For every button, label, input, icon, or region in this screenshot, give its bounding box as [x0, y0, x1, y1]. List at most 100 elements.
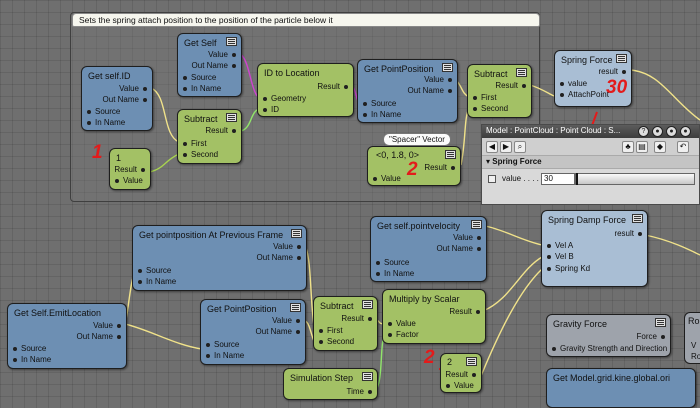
input-port-id[interactable]: ID — [263, 105, 279, 114]
output-port-out-name[interactable]: Out Name — [192, 61, 237, 70]
get-pointposition-top-node[interactable]: Get PointPosition Value Out Name Source … — [357, 59, 458, 123]
get-self-pointvelocity-node[interactable]: Get self.pointvelocity Value Out Name So… — [370, 216, 487, 282]
vector-spacer-node[interactable]: <0, 1.8, 0> Result Value — [367, 146, 461, 186]
output-port-result[interactable]: Result — [317, 82, 348, 91]
help-icon[interactable]: ? — [638, 126, 649, 137]
output-port-value[interactable]: Value — [119, 84, 147, 93]
input-port-in-name[interactable]: In Name — [183, 84, 221, 93]
output-port-result[interactable]: Result — [205, 126, 236, 135]
get-self-id-node[interactable]: Get self.ID Value Out Name Source In Nam… — [81, 66, 153, 131]
spring-force-node[interactable]: Spring Force result value AttachPoint — [554, 50, 632, 107]
subtract-top-right-node[interactable]: Subtract Result First Second — [467, 64, 532, 118]
input-port-in-name[interactable]: In Name — [363, 110, 401, 119]
node-menu-icon[interactable] — [291, 229, 302, 238]
output-port-result[interactable]: result — [598, 67, 626, 76]
integer-value[interactable]: 1 — [116, 153, 122, 163]
input-port-gravity-strength[interactable]: Gravity Strength and Direction — [552, 344, 667, 353]
node-menu-icon[interactable] — [226, 37, 237, 46]
vector-value[interactable]: <0, 1.8, 0> — [376, 150, 420, 160]
lock-icon[interactable]: ● — [652, 126, 663, 137]
preset-icon[interactable]: ♣ — [622, 141, 634, 153]
output-port-out-name[interactable]: Out Name — [408, 86, 453, 95]
node-menu-icon[interactable] — [445, 150, 456, 159]
node-menu-icon[interactable] — [226, 113, 237, 122]
input-port-source[interactable]: Source — [13, 344, 46, 353]
integer-two-node[interactable]: 2 Result Value — [440, 353, 482, 393]
node-menu-icon[interactable] — [655, 318, 666, 327]
input-port-source[interactable]: Source — [138, 266, 171, 275]
get-model-grid-node[interactable]: Get Model.grid.kine.global.ori — [546, 368, 696, 408]
input-port-in-name[interactable]: In Name — [206, 351, 244, 360]
output-port-out-name[interactable]: Out Name — [103, 95, 148, 104]
input-port-vel-a[interactable]: Vel A — [547, 241, 573, 250]
input-port-attachpoint[interactable]: AttachPoint — [560, 90, 609, 99]
input-port-source[interactable]: Source — [206, 340, 239, 349]
output-port-result[interactable]: Result — [424, 163, 455, 172]
input-port-source[interactable]: Source — [87, 107, 120, 116]
undo-icon[interactable]: ↶ — [677, 141, 689, 153]
input-port-source[interactable]: Source — [183, 73, 216, 82]
animate-checkbox[interactable] — [488, 175, 496, 183]
simulation-step-node[interactable]: Simulation Step Time — [283, 368, 378, 400]
value-input[interactable]: 30 — [541, 173, 575, 185]
output-port-out-name[interactable]: Out Name — [256, 327, 301, 336]
close-icon[interactable]: ● — [680, 126, 691, 137]
spring-damp-force-node[interactable]: Spring Damp Force result Vel A Vel B Spr… — [541, 210, 648, 287]
property-panel[interactable]: Model : PointCloud : Point Cloud : S... … — [481, 124, 700, 205]
input-port-in-name[interactable]: In Name — [138, 277, 176, 286]
offscreen-node-partial[interactable]: Ro V Ro — [684, 312, 700, 364]
subtract-top-left-node[interactable]: Subtract Result First Second — [177, 109, 242, 164]
output-port-result[interactable]: Result — [114, 165, 145, 174]
node-menu-icon[interactable] — [616, 54, 627, 63]
input-port-source[interactable]: Source — [376, 258, 409, 267]
node-menu-icon[interactable] — [466, 357, 477, 366]
back-arrow-icon[interactable]: ◀ — [486, 141, 498, 153]
input-port-value[interactable]: Value — [115, 176, 143, 185]
input-port-second[interactable]: Second — [473, 104, 508, 113]
input-port-first[interactable]: First — [319, 326, 343, 335]
output-port-out-name[interactable]: Out Name — [77, 332, 122, 341]
input-port-value[interactable]: value — [560, 79, 587, 88]
integer-value[interactable]: 2 — [447, 357, 453, 367]
input-port-value[interactable]: Value — [446, 381, 474, 390]
input-port-spring-kd[interactable]: Spring Kd — [547, 264, 590, 273]
input-port-factor[interactable]: Factor — [388, 330, 419, 339]
node-menu-icon[interactable] — [290, 303, 301, 312]
node-menu-icon[interactable] — [516, 68, 527, 77]
forward-arrow-icon[interactable]: ▶ — [500, 141, 512, 153]
port-label[interactable]: Ro — [691, 352, 700, 361]
node-menu-icon[interactable] — [362, 300, 373, 309]
input-port-second[interactable]: Second — [319, 337, 354, 346]
output-port-force[interactable]: Force — [637, 332, 666, 341]
output-port-value[interactable]: Value — [208, 50, 236, 59]
input-port-in-name[interactable]: In Name — [376, 269, 414, 278]
input-port-value[interactable]: Value — [373, 174, 401, 183]
id-to-location-node[interactable]: ID to Location Result Geometry ID — [257, 63, 354, 117]
search-icon[interactable]: ⌕ — [514, 141, 526, 153]
get-pointposition-prev-frame-node[interactable]: Get pointposition At Previous Frame Valu… — [132, 225, 307, 291]
output-port-result[interactable]: result — [614, 229, 642, 238]
output-port-result[interactable]: Result — [445, 370, 476, 379]
input-port-first[interactable]: First — [473, 93, 497, 102]
node-menu-icon[interactable] — [632, 214, 643, 223]
output-port-value[interactable]: Value — [453, 233, 481, 242]
subtract-bottom-node[interactable]: Subtract Result First Second — [313, 296, 378, 351]
node-menu-icon[interactable] — [442, 63, 453, 72]
integer-one-node[interactable]: 1 Result Value — [109, 148, 151, 190]
slider-knob[interactable] — [576, 173, 578, 185]
get-pointposition-bottom-node[interactable]: Get PointPosition Value Out Name Source … — [200, 299, 306, 365]
input-port-vel-b[interactable]: Vel B — [547, 252, 574, 261]
output-port-out-name[interactable]: Out Name — [437, 244, 482, 253]
comment-text[interactable]: Sets the spring attach position to the p… — [72, 13, 540, 27]
output-port-result[interactable]: Result — [449, 307, 480, 316]
output-port-value[interactable]: Value — [93, 321, 121, 330]
layout-icon[interactable]: ▤ — [636, 141, 648, 153]
input-port-in-name[interactable]: In Name — [13, 355, 51, 364]
multiply-by-scalar-node[interactable]: Multiply by Scalar Result Value Factor — [382, 289, 486, 344]
get-self-emitlocation-node[interactable]: Get Self.EmitLocation Value Out Name Sou… — [7, 303, 127, 369]
input-port-geometry[interactable]: Geometry — [263, 94, 306, 103]
refresh-icon[interactable]: ● — [666, 126, 677, 137]
input-port-first[interactable]: First — [183, 139, 207, 148]
panel-titlebar[interactable]: Model : PointCloud : Point Cloud : S... … — [482, 125, 699, 138]
node-menu-icon[interactable] — [362, 372, 373, 381]
